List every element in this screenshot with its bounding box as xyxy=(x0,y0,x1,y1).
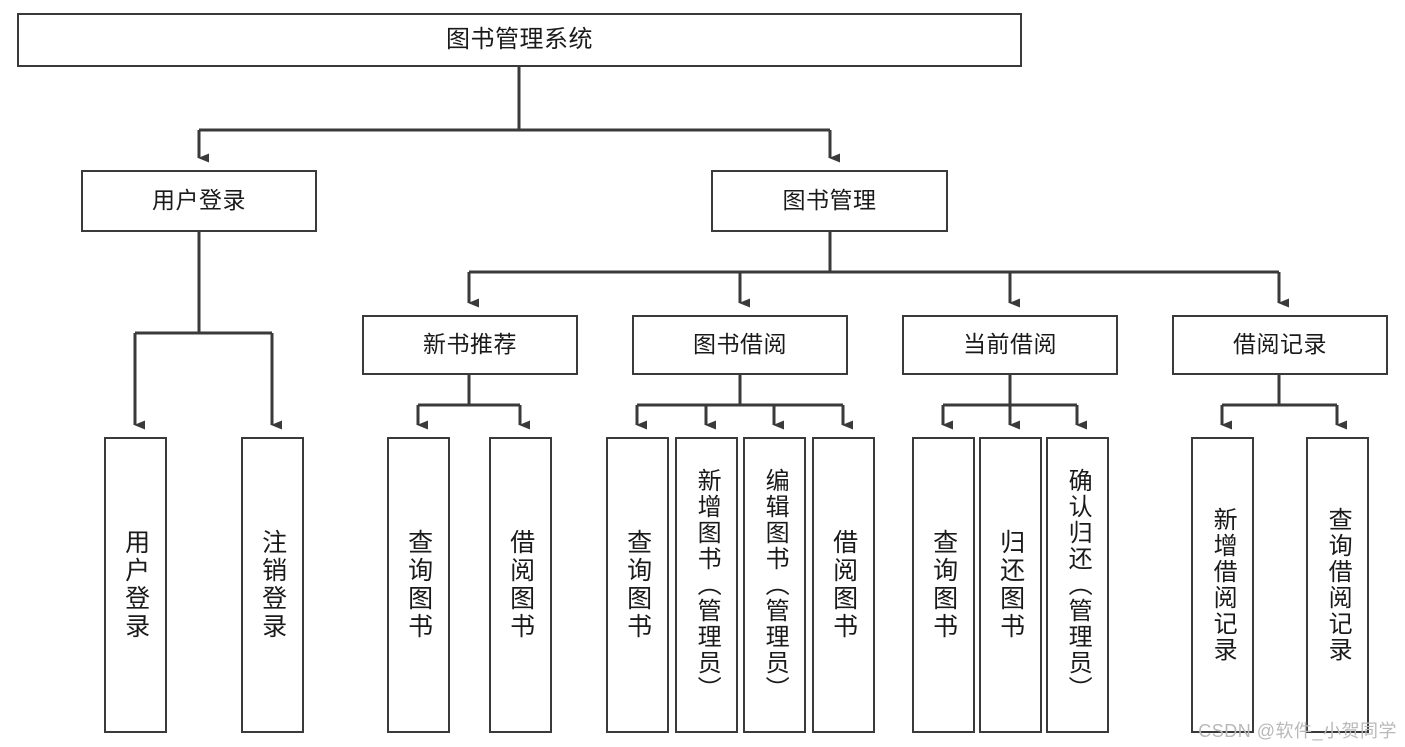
leaf-add-record[interactable]: 新增借阅记录 xyxy=(1191,437,1254,733)
node-label: 查询图书 xyxy=(623,529,652,641)
leaf-borrow-book-2[interactable]: 借阅图书 xyxy=(812,437,875,733)
node-label: 用户登录 xyxy=(152,187,246,214)
node-label: 查询图书 xyxy=(404,529,433,641)
node-label: 确认归还（管理员） xyxy=(1064,468,1092,702)
node-user-login[interactable]: 用户登录 xyxy=(81,170,317,232)
node-new-book-recommend[interactable]: 新书推荐 xyxy=(362,315,578,375)
node-label: 查询借阅记录 xyxy=(1324,507,1352,663)
node-book-manage[interactable]: 图书管理 xyxy=(711,170,948,232)
node-borrow-record[interactable]: 借阅记录 xyxy=(1172,315,1388,375)
node-label: 图书借阅 xyxy=(693,331,787,358)
node-label: 编辑图书（管理员） xyxy=(761,468,789,702)
node-label: 借阅记录 xyxy=(1233,331,1327,358)
node-root-book-management-system[interactable]: 图书管理系统 xyxy=(17,13,1022,67)
leaf-edit-book[interactable]: 编辑图书（管理员） xyxy=(743,437,806,733)
node-label: 用户登录 xyxy=(121,529,150,641)
node-label: 新书推荐 xyxy=(423,331,517,358)
node-label: 图书管理 xyxy=(782,187,877,214)
leaf-query-record[interactable]: 查询借阅记录 xyxy=(1306,437,1369,733)
node-current-borrow[interactable]: 当前借阅 xyxy=(902,315,1118,375)
leaf-confirm-return[interactable]: 确认归还（管理员） xyxy=(1046,437,1109,733)
leaf-query-book-2[interactable]: 查询图书 xyxy=(606,437,669,733)
leaf-user-login[interactable]: 用户登录 xyxy=(104,437,167,733)
node-label: 借阅图书 xyxy=(506,529,535,641)
node-book-borrow[interactable]: 图书借阅 xyxy=(632,315,848,375)
node-label: 图书管理系统 xyxy=(446,25,593,53)
leaf-add-book[interactable]: 新增图书（管理员） xyxy=(675,437,738,733)
node-label: 查询图书 xyxy=(929,529,958,641)
leaf-return-book[interactable]: 归还图书 xyxy=(979,437,1042,733)
node-label: 借阅图书 xyxy=(829,529,858,641)
node-label: 归还图书 xyxy=(996,529,1025,641)
node-label: 新增借阅记录 xyxy=(1209,507,1237,663)
node-label: 注销登录 xyxy=(258,529,287,641)
leaf-borrow-book-1[interactable]: 借阅图书 xyxy=(489,437,552,733)
leaf-logout-login[interactable]: 注销登录 xyxy=(241,437,304,733)
leaf-query-book-1[interactable]: 查询图书 xyxy=(387,437,450,733)
node-label: 当前借阅 xyxy=(963,331,1057,358)
watermark: CSDN @软件_小贺同学 xyxy=(1198,721,1397,741)
node-label: 新增图书（管理员） xyxy=(693,468,721,702)
leaf-query-book-3[interactable]: 查询图书 xyxy=(912,437,975,733)
